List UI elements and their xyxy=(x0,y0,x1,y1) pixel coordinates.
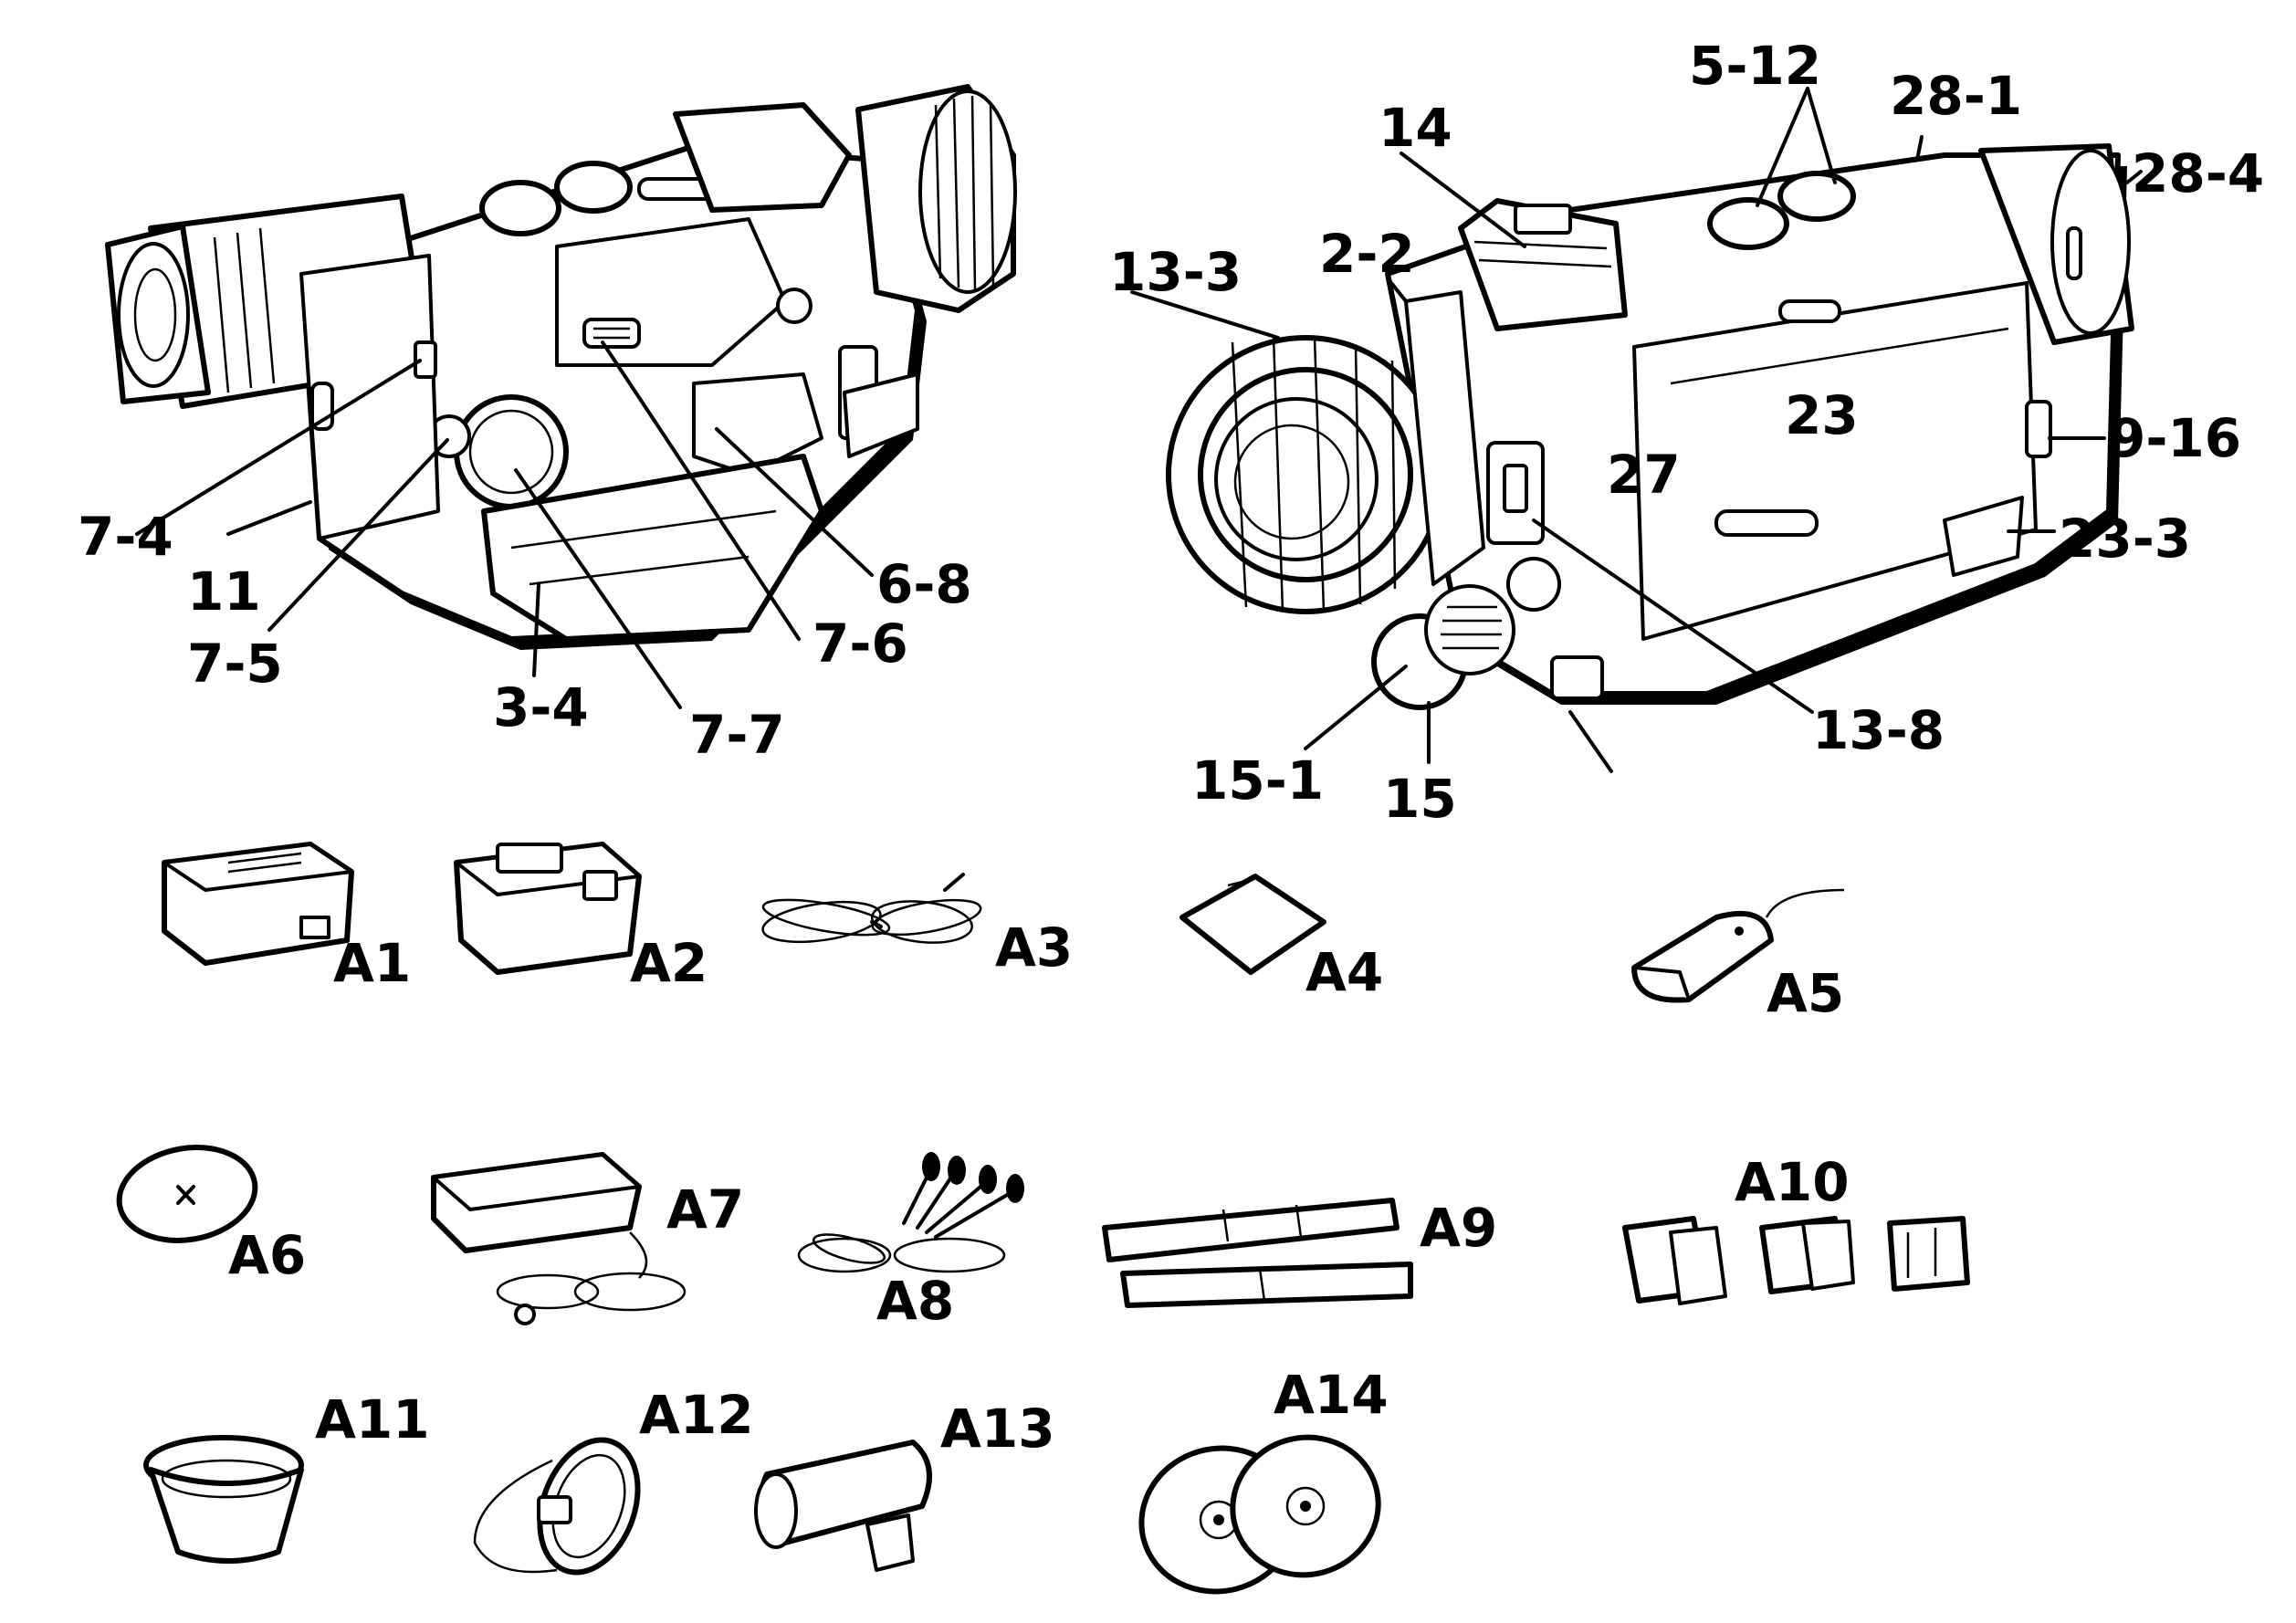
lens-hood xyxy=(143,1435,304,1564)
cable-a3 xyxy=(761,873,982,944)
accessory-a11-label: A11 xyxy=(315,1388,430,1450)
coin-battery xyxy=(116,1145,258,1243)
accessory-a4-label: A4 xyxy=(1305,941,1383,1003)
callout-6-8: 6-8 xyxy=(876,553,972,615)
external-microphone xyxy=(754,1440,932,1572)
software-cd-roms xyxy=(1138,1434,1381,1595)
shoulder-strap xyxy=(1102,1198,1413,1308)
callout-15-1: 15-1 xyxy=(1191,749,1324,812)
callout-3-4: 3-4 xyxy=(493,676,589,738)
camcorder-rear-view xyxy=(105,84,1017,650)
accessory-a10-label: A10 xyxy=(1735,1151,1850,1213)
accessory-a1-label: A1 xyxy=(333,932,411,994)
callout-13-8: 13-8 xyxy=(1812,699,1945,761)
callout-9-16: 9-16 xyxy=(2109,407,2241,469)
accessory-a2-label: A2 xyxy=(630,932,708,994)
battery-charger xyxy=(454,842,642,975)
callout-28-4: 28-4 xyxy=(2132,142,2264,204)
callout-7-4: 7-4 xyxy=(78,506,173,568)
callout-7-6: 7-6 xyxy=(813,613,908,675)
accessory-a7-label: A7 xyxy=(666,1178,744,1241)
lens-cap xyxy=(473,1437,641,1576)
callout-7-5: 7-5 xyxy=(187,633,283,695)
callout-7-7: 7-7 xyxy=(689,704,785,766)
accessory-a5-label: A5 xyxy=(1767,962,1844,1024)
callout-2-2: 2-2 xyxy=(1319,223,1415,285)
callout-15: 15 xyxy=(1383,768,1457,830)
accessory-a12-label: A12 xyxy=(639,1384,754,1446)
battery-pack xyxy=(162,842,354,966)
leader-lines-rear xyxy=(135,340,874,709)
leader-lines-front xyxy=(1130,87,2143,773)
accessory-a13-label: A13 xyxy=(940,1398,1055,1460)
camcorder-front-view xyxy=(1166,143,2134,710)
av-cable xyxy=(797,1152,1024,1273)
accessory-a6-label: A6 xyxy=(228,1224,306,1286)
callout-27: 27 xyxy=(1607,444,1681,506)
card-reader xyxy=(1631,888,1845,1003)
accessory-a3-label: A3 xyxy=(995,916,1073,979)
callout-13-3: 13-3 xyxy=(1109,241,1242,303)
callout-11: 11 xyxy=(187,560,261,623)
callout-28-1: 28-1 xyxy=(1890,65,2022,127)
callout-23: 23 xyxy=(1785,384,1859,446)
memory-card xyxy=(1179,874,1326,975)
callout-23-3: 23-3 xyxy=(2059,508,2191,570)
callout-14: 14 xyxy=(1379,97,1452,159)
callout-5-12: 5-12 xyxy=(1689,35,1821,97)
accessory-a14-label: A14 xyxy=(1274,1364,1389,1426)
accessory-a8-label: A8 xyxy=(876,1270,954,1332)
accessory-a9-label: A9 xyxy=(1420,1197,1497,1259)
ferrite-cores xyxy=(1622,1216,1970,1305)
dc-coupler-adapter xyxy=(431,1152,687,1325)
